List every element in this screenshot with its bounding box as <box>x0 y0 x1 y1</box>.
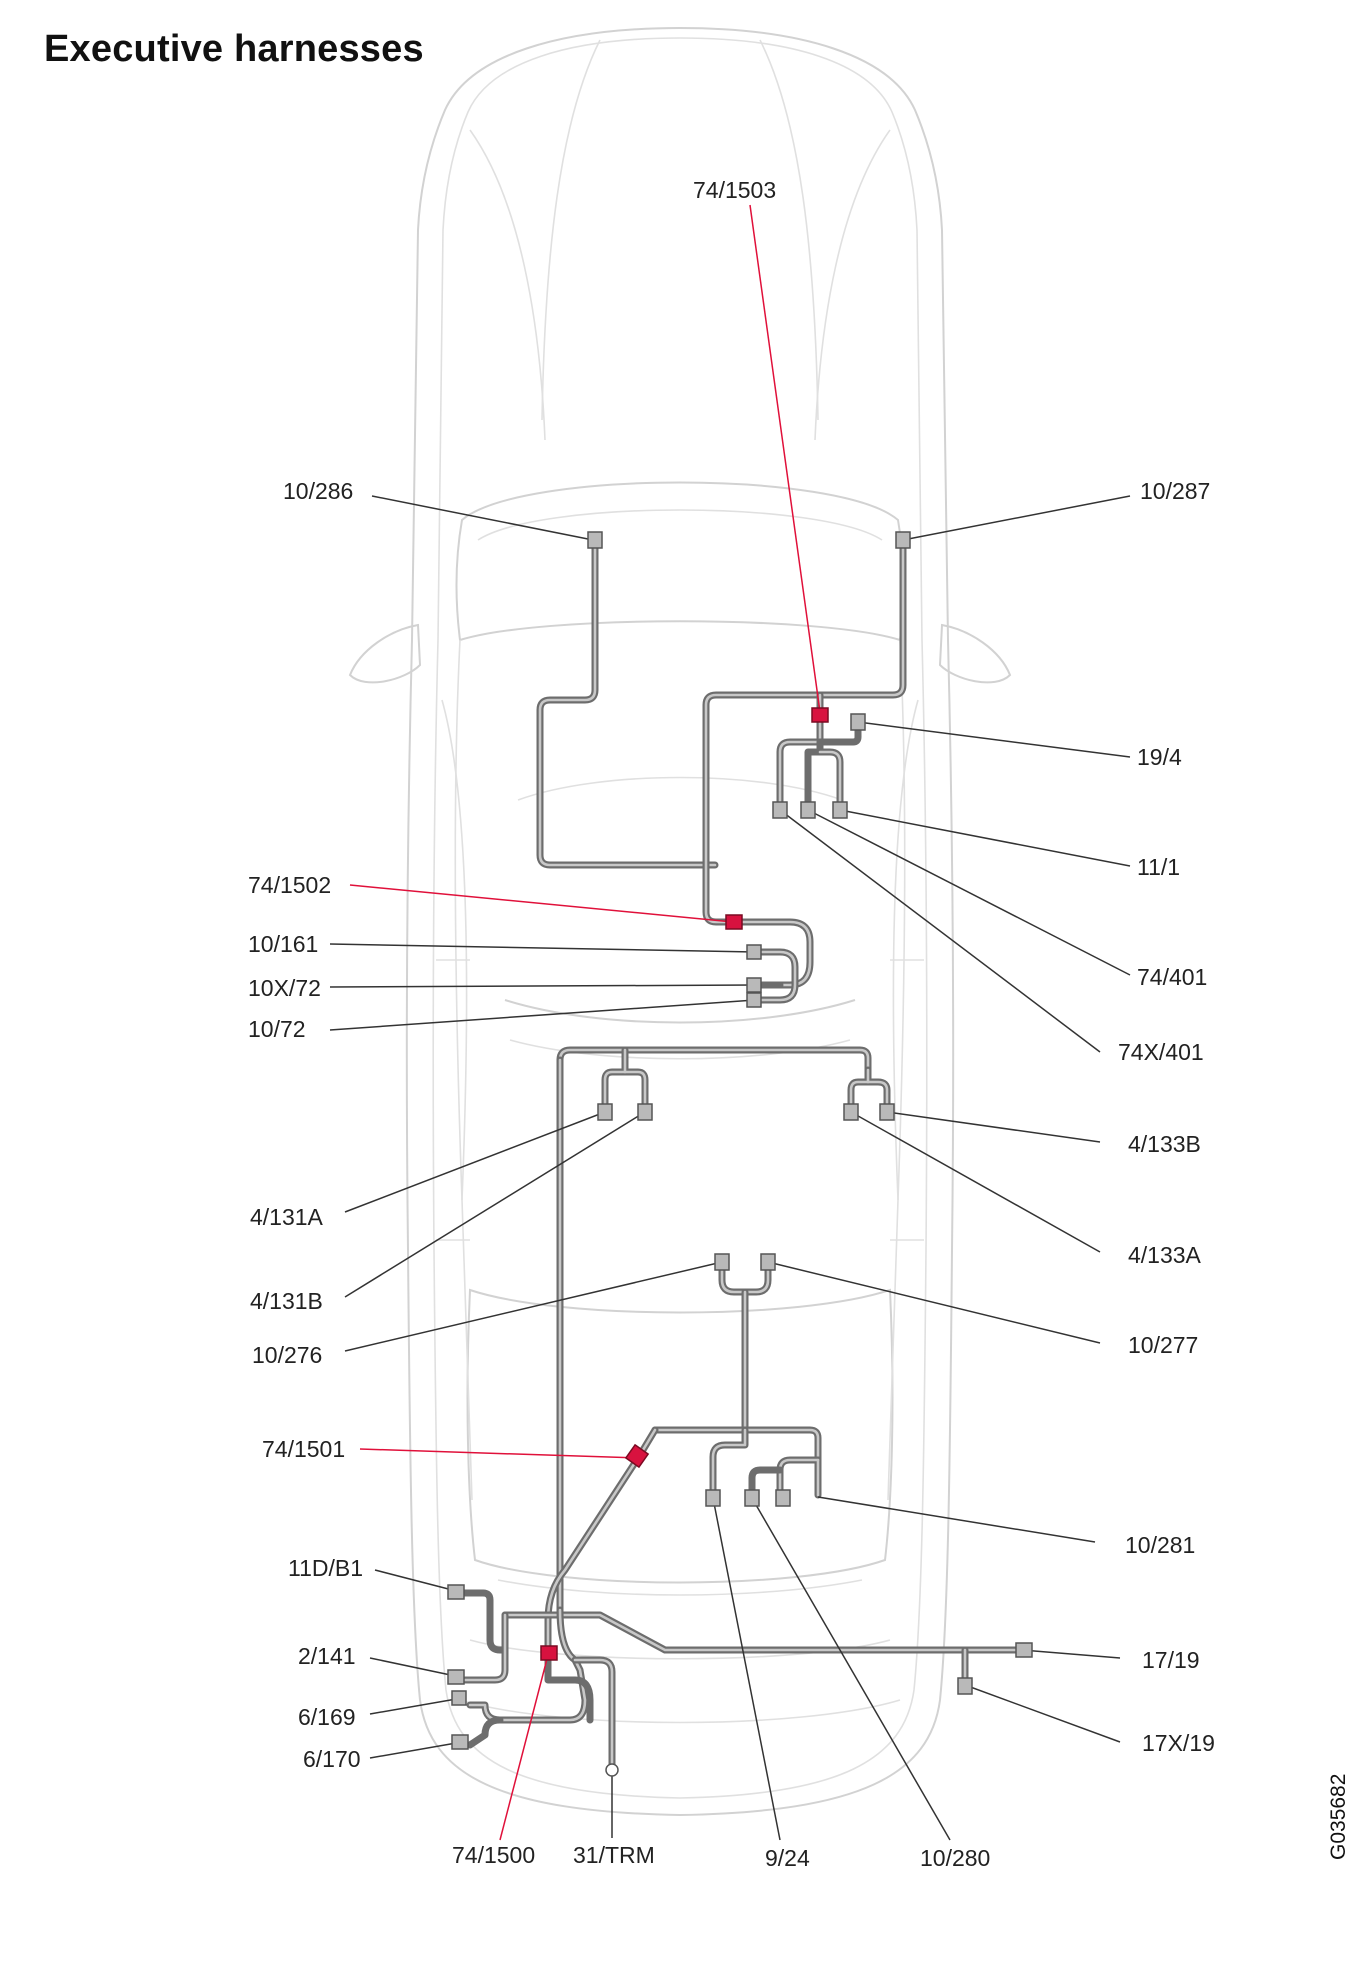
diagram-title: Executive harnesses <box>44 28 424 70</box>
label-74-1501: 74/1501 <box>262 1436 345 1462</box>
connector-10x-72 <box>746 977 762 993</box>
label-9-24: 9/24 <box>765 1845 810 1871</box>
connector-17x-19 <box>957 1677 973 1695</box>
label-10-72: 10/72 <box>248 1016 306 1042</box>
connector-6-170 <box>451 1734 469 1750</box>
label-10-277: 10/277 <box>1128 1332 1198 1358</box>
connector-74-1502 <box>725 914 743 930</box>
connector-10-286 <box>587 531 603 549</box>
connector-74-1503 <box>811 707 829 723</box>
connector-10-287 <box>895 531 911 549</box>
label-74-1500: 74/1500 <box>452 1842 535 1868</box>
leader-lines <box>329 204 1131 1841</box>
connector-11d-b1 <box>447 1584 465 1600</box>
label-4-131a: 4/131A <box>250 1204 324 1230</box>
label-31-trm: 31/TRM <box>573 1842 655 1868</box>
connector-10-72 <box>746 992 762 1008</box>
connector-74-401 <box>800 801 816 819</box>
label-10-286: 10/286 <box>283 478 353 504</box>
label-17-19: 17/19 <box>1142 1647 1200 1673</box>
label-4-131b: 4/131B <box>250 1288 323 1314</box>
label-4-133a: 4/133A <box>1128 1242 1202 1268</box>
connectors <box>447 531 1033 1777</box>
connector-2-141 <box>447 1669 465 1685</box>
label-17x-19: 17X/19 <box>1142 1730 1215 1756</box>
connector-4-133b <box>879 1103 895 1121</box>
connector-10-276 <box>714 1253 730 1271</box>
label-6-170: 6/170 <box>303 1746 361 1772</box>
connector-74-1501 <box>624 1443 650 1469</box>
connector-6-169 <box>451 1690 467 1706</box>
connector-10-277 <box>760 1253 776 1271</box>
label-2-141: 2/141 <box>298 1643 356 1669</box>
connector-4-131a <box>597 1103 613 1121</box>
connector-10-281 <box>775 1489 791 1507</box>
label-74-401: 74/401 <box>1137 964 1207 990</box>
connector-10-161 <box>746 944 762 960</box>
label-11d-b1: 11D/B1 <box>288 1555 363 1581</box>
connector-4-131b <box>637 1103 653 1121</box>
label-11-1: 11/1 <box>1137 854 1180 880</box>
label-74-1503: 74/1503 <box>693 177 776 203</box>
label-74-1502: 74/1502 <box>248 872 331 898</box>
connector-11-1 <box>832 801 848 819</box>
label-4-133b: 4/133B <box>1128 1131 1201 1157</box>
connector-19-4 <box>850 713 866 731</box>
label-74x-401: 74X/401 <box>1118 1039 1204 1065</box>
connector-10-280 <box>744 1489 760 1507</box>
harness-cables <box>458 536 1024 1769</box>
label-10-281: 10/281 <box>1125 1532 1195 1558</box>
label-10-287: 10/287 <box>1140 478 1210 504</box>
label-6-169: 6/169 <box>298 1704 356 1730</box>
connector-4-133a <box>843 1103 859 1121</box>
label-10x-72: 10X/72 <box>248 975 321 1001</box>
label-10-161: 10/161 <box>248 931 318 957</box>
label-19-4: 19/4 <box>1137 744 1182 770</box>
connector-74-1500 <box>540 1645 558 1661</box>
connector-labels: 10/286 10/287 74/1503 19/4 11/1 74/401 7… <box>248 177 1215 1871</box>
connector-31-trm <box>605 1763 619 1777</box>
label-10-280: 10/280 <box>920 1845 990 1871</box>
car-outline <box>348 26 1012 1817</box>
connector-17-19 <box>1015 1642 1033 1658</box>
connector-9-24 <box>705 1489 721 1507</box>
label-10-276: 10/276 <box>252 1342 322 1368</box>
connector-74x-401 <box>772 801 788 819</box>
